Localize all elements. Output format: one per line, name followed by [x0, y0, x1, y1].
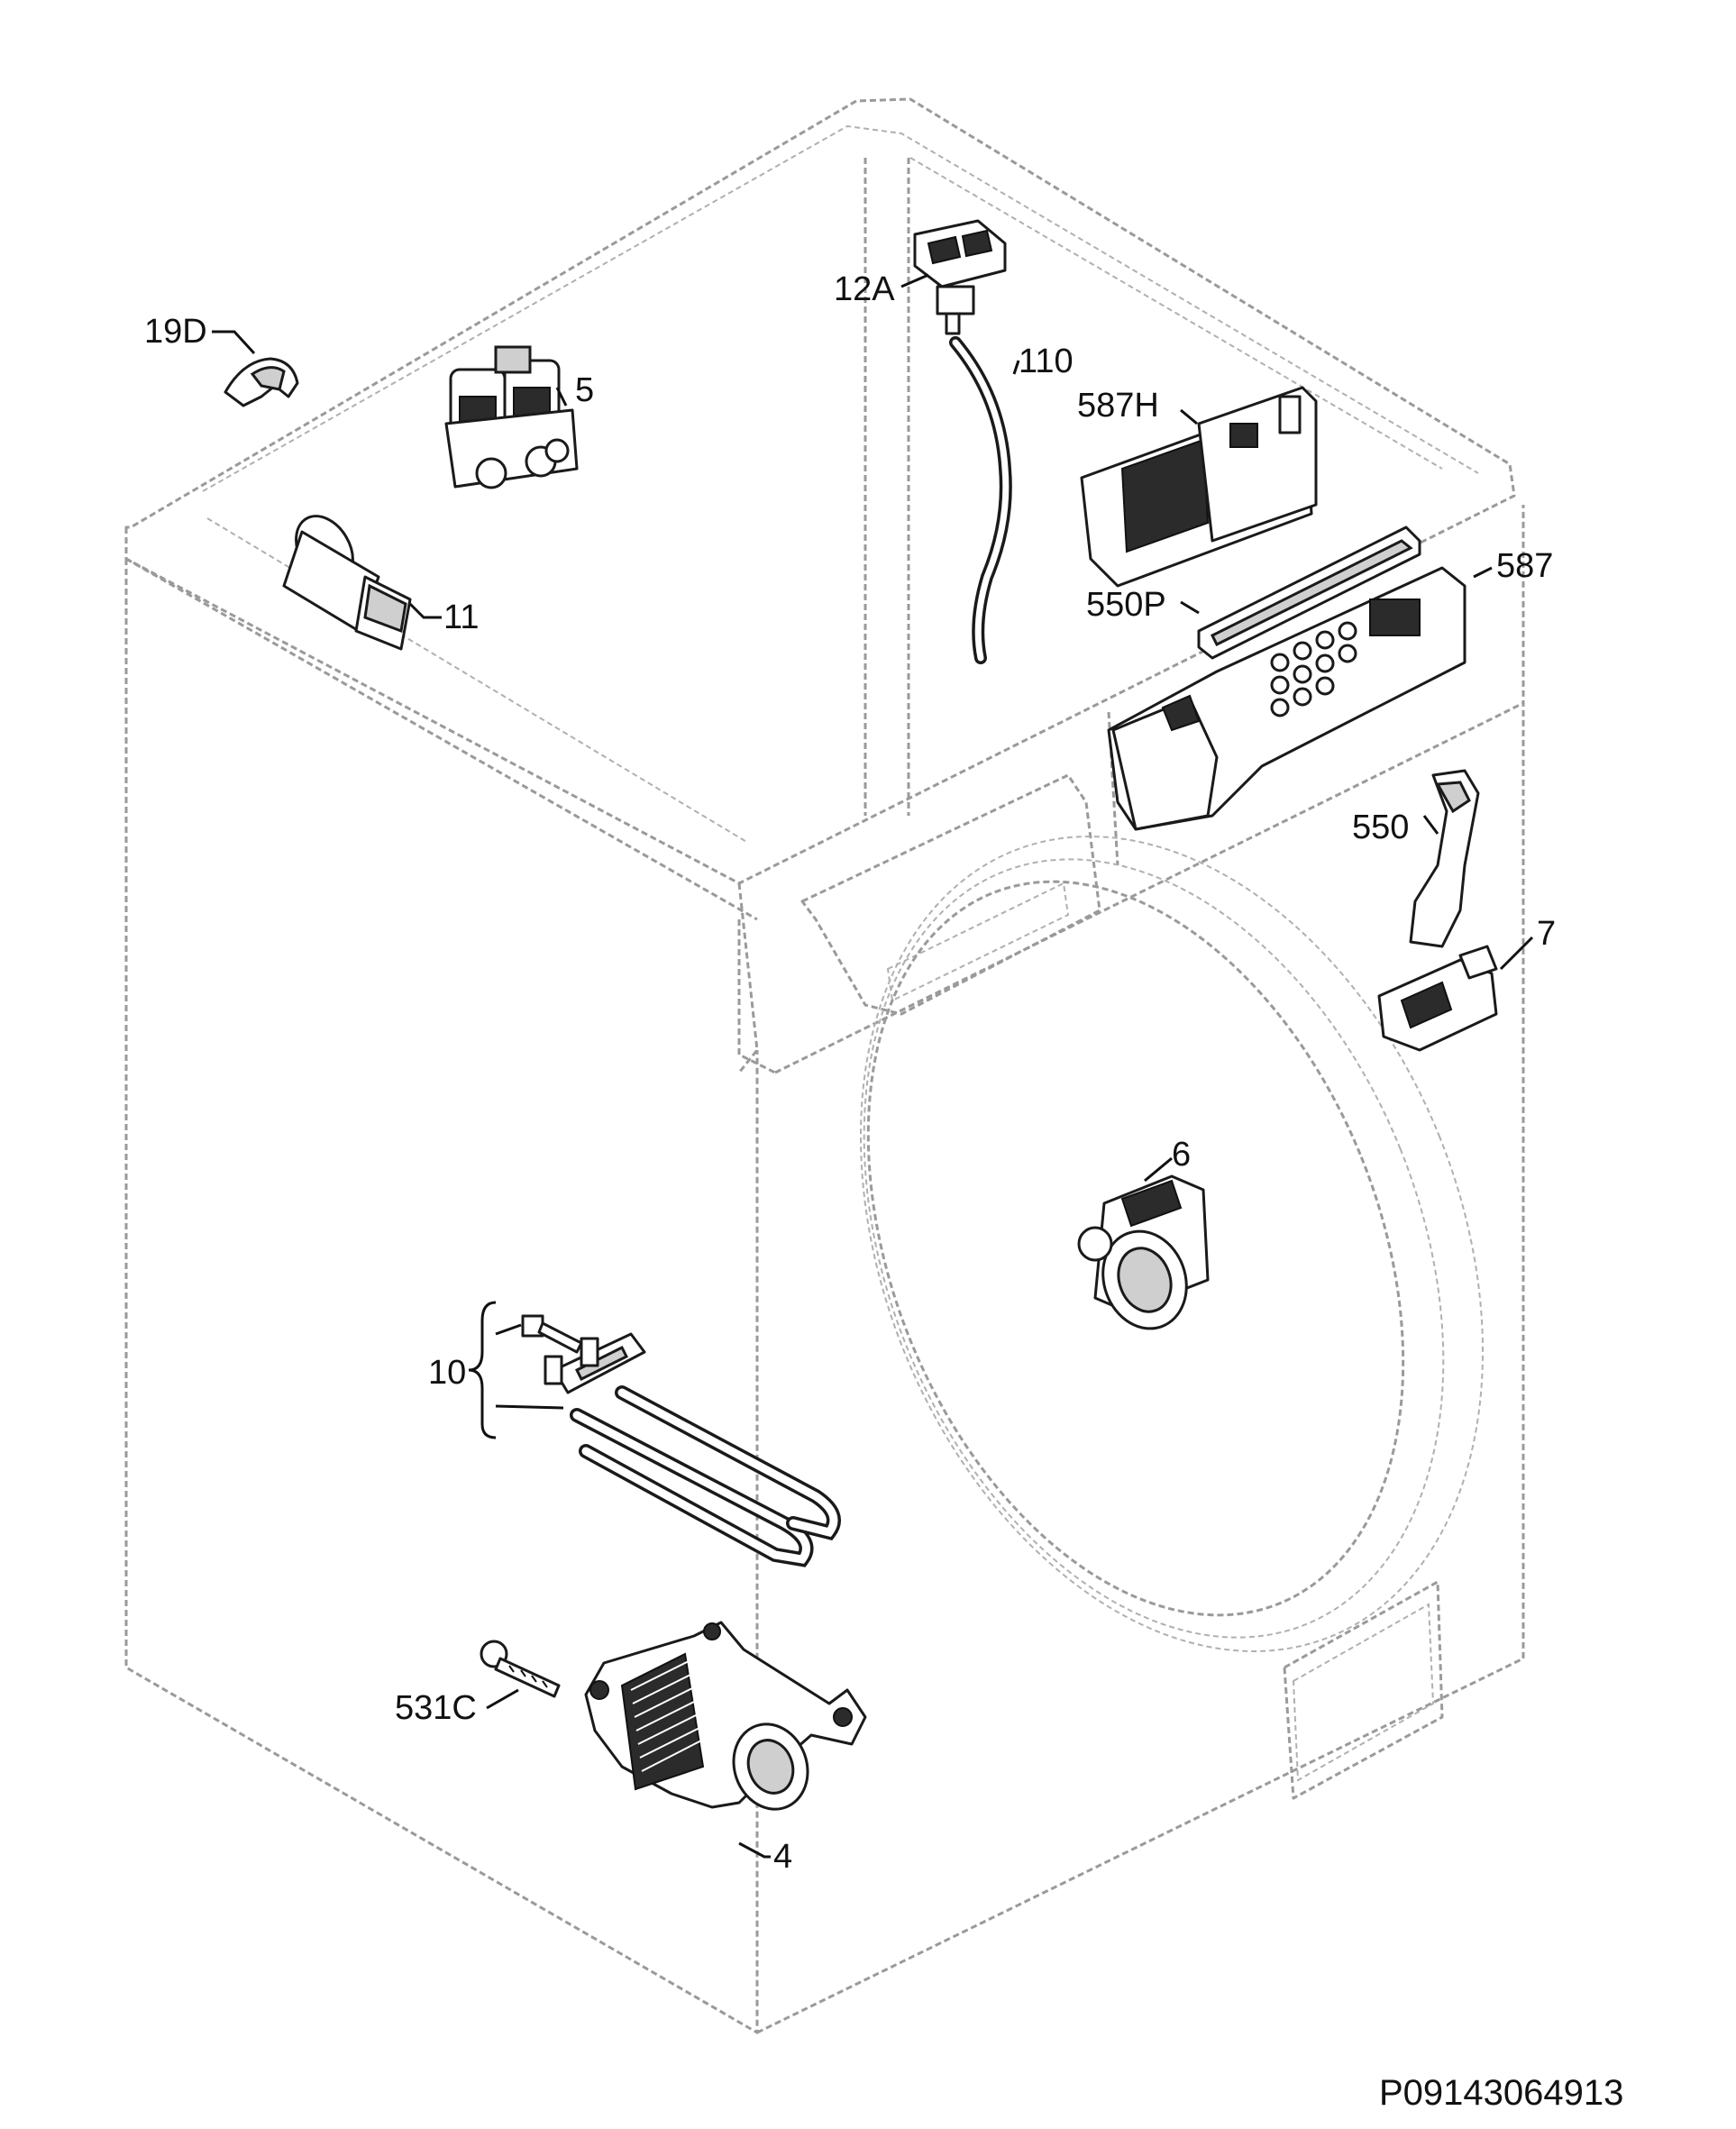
part-110-hose: 110 — [949, 336, 1074, 664]
part-531c-screw: 531C — [395, 1640, 561, 1727]
label-587h: 587H — [1077, 387, 1159, 425]
label-110: 110 — [1019, 343, 1074, 380]
part-550-lever: 550 — [1352, 769, 1480, 948]
label-19d: 19D — [144, 313, 207, 351]
cabinet-outline — [124, 97, 1525, 2034]
label-12a: 12A — [834, 270, 895, 308]
label-550p: 550P — [1086, 586, 1166, 624]
part-6-drain-pump: 6 — [1077, 1136, 1210, 1330]
part-12a-pressure-switch: 12A — [834, 219, 1007, 335]
drawing-code: P09143064913 — [1379, 2073, 1623, 2113]
part-7-door-interlock: 7 — [1377, 915, 1556, 1052]
part-19d-clip: 19D — [144, 313, 299, 407]
part-11-cylinder: 11 — [282, 515, 479, 651]
label-587: 587 — [1496, 547, 1553, 585]
label-4: 4 — [773, 1838, 792, 1876]
part-4-motor: 4 — [584, 1621, 867, 1876]
label-7: 7 — [1537, 915, 1556, 953]
label-10: 10 — [428, 1354, 466, 1392]
label-550: 550 — [1352, 809, 1409, 846]
part-5-inlet-valve: 5 — [444, 345, 594, 489]
module-buttons — [1270, 621, 1357, 717]
part-587h-board-housing: 587H — [1077, 386, 1318, 588]
part-550p-light-guide: 550P — [1086, 525, 1421, 660]
label-531c: 531C — [395, 1689, 477, 1727]
label-6: 6 — [1172, 1136, 1191, 1174]
label-5: 5 — [575, 371, 594, 409]
part-10-heater-kit: 10 — [428, 1301, 841, 1567]
part-587-control-module: 587 — [1107, 547, 1553, 831]
label-11: 11 — [443, 598, 479, 636]
